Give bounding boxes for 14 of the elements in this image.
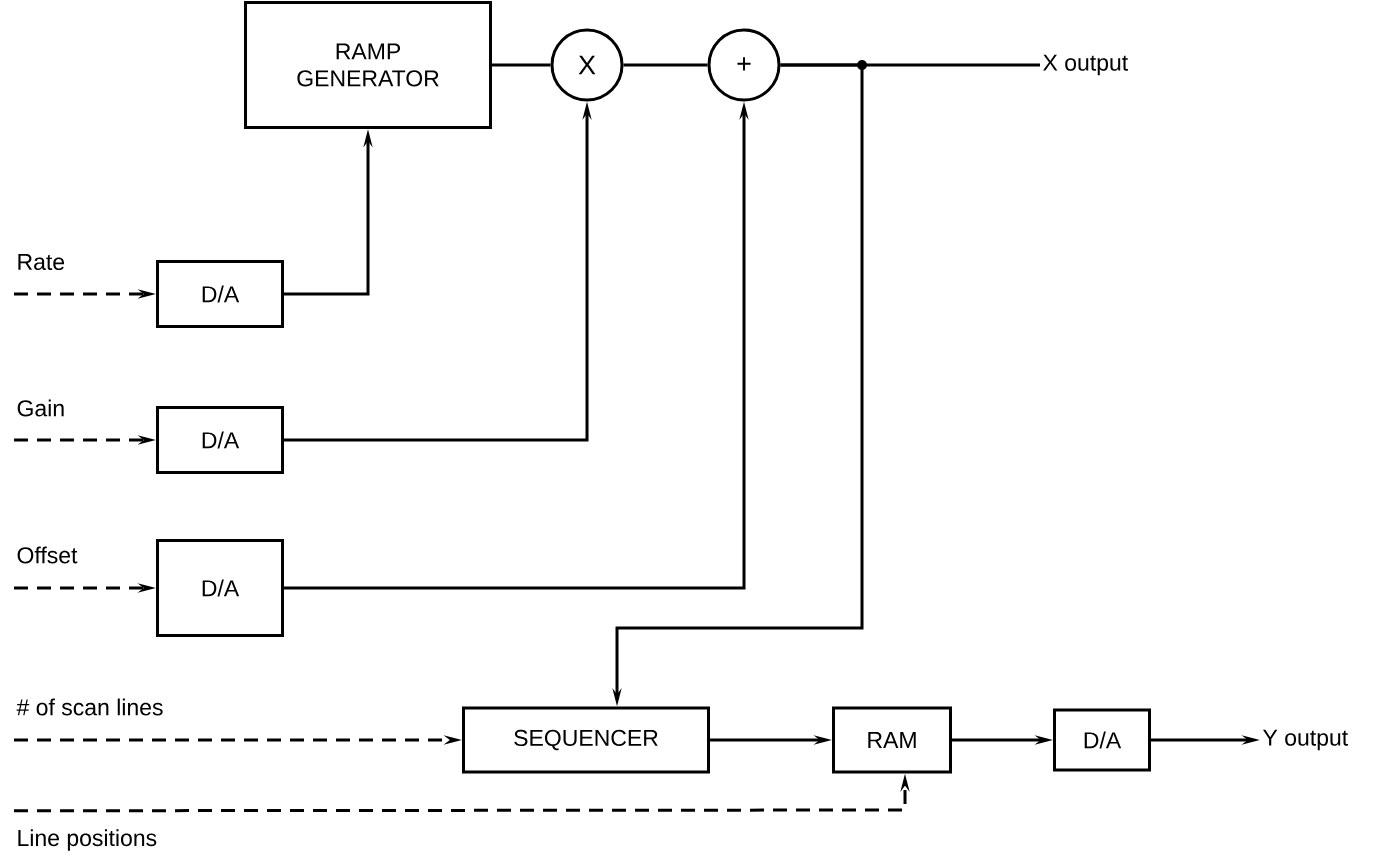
converter-box: D/A <box>156 260 284 328</box>
process-box: SEQUENCER <box>462 706 710 774</box>
output-label: X output <box>1043 54 1128 76</box>
input-label: Rate <box>18 253 65 270</box>
input-label: Gain <box>17 399 64 417</box>
input-label: Line positions <box>18 829 157 851</box>
input-label: Offset <box>17 546 78 564</box>
input-label: # of scan lines <box>16 698 163 716</box>
converter-box: D/A <box>1053 708 1151 772</box>
converter-box: D/A <box>156 539 284 637</box>
memory-box: RAM <box>832 706 952 774</box>
output-label: Y output <box>1263 729 1348 751</box>
converter-box: D/A <box>156 406 284 474</box>
process-box: RAMP GENERATOR <box>244 1 492 129</box>
